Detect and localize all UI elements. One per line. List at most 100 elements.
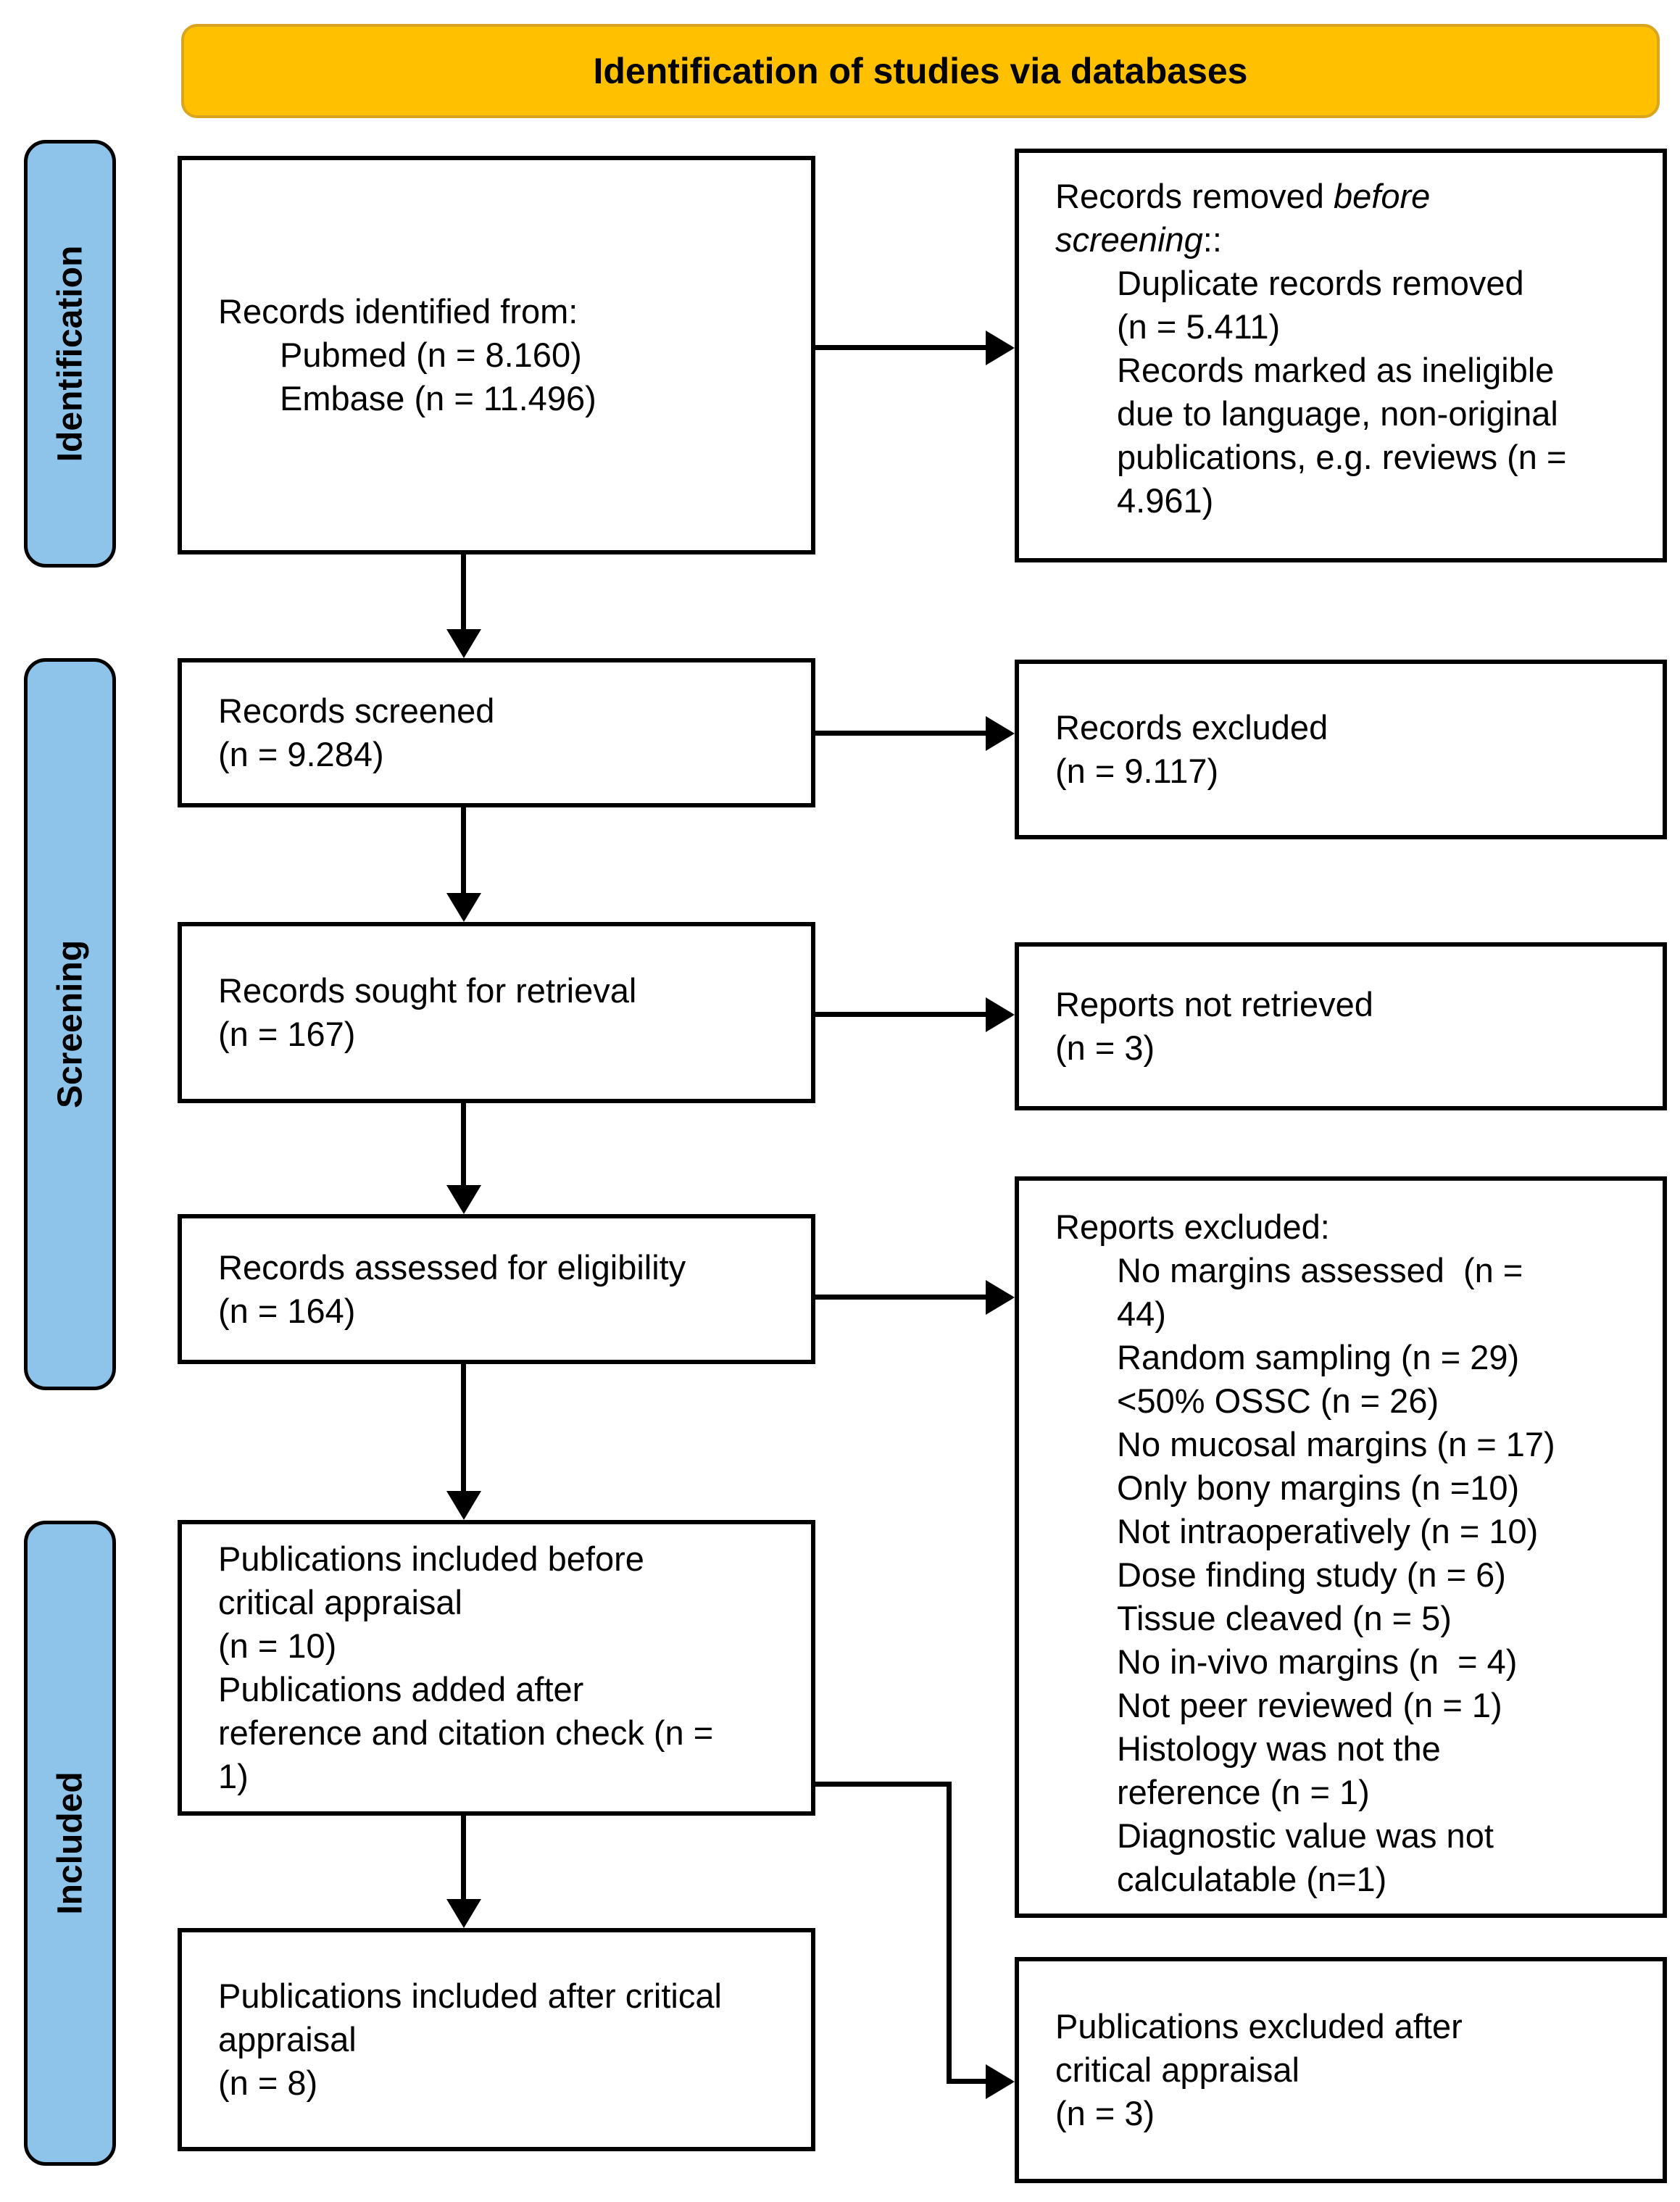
arrowhead-down-icon: [446, 1899, 481, 1928]
text-line: Reports not retrieved: [1055, 985, 1373, 1023]
text-line: (n = 5.411): [1117, 307, 1281, 346]
box-publications-included-before: Publications included before critical app…: [178, 1520, 815, 1816]
text-line: <50% OSSC (n = 26): [1117, 1382, 1439, 1420]
text-line: Records screened: [218, 691, 495, 730]
arrow-line: [461, 1364, 466, 1491]
text-line: (n = 10): [218, 1626, 337, 1665]
arrow-line: [815, 345, 986, 350]
text-line: (n = 3): [1055, 1029, 1155, 1067]
box-reports-not-retrieved: Reports not retrieved (n = 3): [1015, 942, 1667, 1110]
text-line: (n = 9.284): [218, 735, 384, 773]
diagram-title: Identification of studies via databases: [593, 51, 1248, 91]
arrow-line: [815, 1012, 986, 1017]
text-line: Pubmed (n = 8.160): [280, 336, 582, 374]
text-line: Reports excluded:: [1055, 1208, 1330, 1246]
stage-identification: Identification: [24, 140, 116, 568]
text-line: 1): [218, 1757, 249, 1795]
box-records-identified: Records identified from: Pubmed (n = 8.16…: [178, 156, 815, 554]
text-line: critical appraisal: [1055, 2051, 1299, 2089]
arrowhead-right-icon: [986, 2064, 1015, 2099]
text-line: (n = 164): [218, 1291, 356, 1330]
arrowhead-down-icon: [446, 1491, 481, 1520]
arrow-line: [461, 1103, 466, 1185]
box-records-assessed: Records assessed for eligibility (n = 164…: [178, 1214, 815, 1364]
text-line: (n = 8): [218, 2064, 318, 2102]
text-line: Publications excluded after: [1055, 2007, 1463, 2045]
box-records-sought: Records sought for retrieval (n = 167): [178, 922, 815, 1103]
arrow-line: [947, 1782, 952, 2084]
box-publications-excluded-after-text: Publications excluded after critical appr…: [1019, 2005, 1663, 2135]
box-records-excluded-text: Records excluded (n = 9.117): [1019, 706, 1663, 793]
box-records-screened-text: Records screened (n = 9.284): [182, 689, 811, 776]
text-line: due to language, non-original: [1117, 394, 1558, 433]
arrowhead-down-icon: [446, 893, 481, 922]
text-line: Publications included after critical: [218, 1977, 722, 2015]
text-line: Publications included before: [218, 1540, 644, 1578]
arrowhead-right-icon: [986, 716, 1015, 751]
stage-screening: Screening: [24, 658, 116, 1390]
arrowhead-right-icon: [986, 331, 1015, 365]
text-line: Duplicate records removed: [1117, 264, 1524, 302]
arrowhead-right-icon: [986, 997, 1015, 1032]
text-line: reference and citation check (n =: [218, 1713, 714, 1752]
box-publications-included-after-text: Publications included after critical appr…: [182, 1974, 811, 2105]
text-line: Tissue cleaved (n = 5): [1117, 1599, 1452, 1637]
text-line: (n = 9.117): [1055, 752, 1219, 790]
box-records-screened: Records screened (n = 9.284): [178, 658, 815, 807]
stage-included-label: Included: [51, 1771, 89, 1915]
text-line: No mucosal margins (n = 17): [1117, 1425, 1555, 1463]
box-reports-not-retrieved-text: Reports not retrieved (n = 3): [1019, 983, 1663, 1070]
text-line: Records sought for retrieval: [218, 971, 637, 1010]
arrow-line: [815, 1782, 952, 1787]
box-reports-excluded-text: Reports excluded: No margins assessed (n …: [1019, 1205, 1663, 1901]
text-line: (n = 3): [1055, 2094, 1155, 2132]
text-line: Records identified from:: [218, 292, 578, 331]
text-line: Not intraoperatively (n = 10): [1117, 1512, 1539, 1550]
text-line: screening::: [1055, 220, 1222, 259]
diagram-title-banner: Identification of studies via databases: [181, 24, 1660, 118]
text-line: Records excluded: [1055, 708, 1328, 747]
stage-screening-label: Screening: [51, 939, 89, 1109]
box-publications-included-before-text: Publications included before critical app…: [182, 1537, 811, 1798]
text-line: publications, e.g. reviews (n =: [1117, 438, 1567, 476]
box-publications-excluded-after: Publications excluded after critical appr…: [1015, 1957, 1667, 2183]
text-line: critical appraisal: [218, 1583, 462, 1621]
arrow-line: [461, 554, 466, 629]
stage-included: Included: [24, 1521, 116, 2166]
text-line: No margins assessed (n =: [1117, 1251, 1523, 1289]
arrowhead-down-icon: [446, 1185, 481, 1214]
box-records-assessed-text: Records assessed for eligibility (n = 164…: [182, 1246, 811, 1333]
arrow-line: [947, 2079, 986, 2084]
arrowhead-right-icon: [986, 1280, 1015, 1315]
text-line: Diagnostic value was not: [1117, 1816, 1494, 1855]
box-publications-included-after: Publications included after critical appr…: [178, 1928, 815, 2151]
arrow-line: [461, 1816, 466, 1899]
text-line: Embase (n = 11.496): [280, 379, 596, 417]
text-line: (n = 167): [218, 1015, 356, 1053]
box-reports-excluded: Reports excluded: No margins assessed (n …: [1015, 1176, 1667, 1918]
text-line: Histology was not the: [1117, 1729, 1441, 1768]
arrow-line: [815, 731, 986, 736]
arrowhead-down-icon: [446, 629, 481, 658]
text-line: calculatable (n=1): [1117, 1860, 1387, 1898]
text-line: 4.961): [1117, 481, 1214, 520]
text-line: appraisal: [218, 2020, 357, 2058]
text-line: Records marked as ineligible: [1117, 351, 1555, 389]
box-records-excluded: Records excluded (n = 9.117): [1015, 660, 1667, 839]
text-line: Random sampling (n = 29): [1117, 1338, 1520, 1376]
text-line: reference (n = 1): [1117, 1773, 1370, 1811]
text-line: Records assessed for eligibility: [218, 1247, 686, 1287]
text-line: Only bony margins (n =10): [1117, 1468, 1520, 1507]
arrow-line: [815, 1295, 986, 1300]
stage-identification-label: Identification: [51, 245, 89, 462]
text-line: Records removed before: [1055, 177, 1431, 215]
text-line: 44): [1117, 1295, 1166, 1333]
box-records-identified-text: Records identified from: Pubmed (n = 8.16…: [182, 290, 811, 420]
text-line: Not peer reviewed (n = 1): [1117, 1686, 1502, 1724]
text-line: Publications added after: [218, 1670, 584, 1708]
arrow-line: [461, 807, 466, 893]
text-line: Dose finding study (n = 6): [1117, 1555, 1506, 1594]
